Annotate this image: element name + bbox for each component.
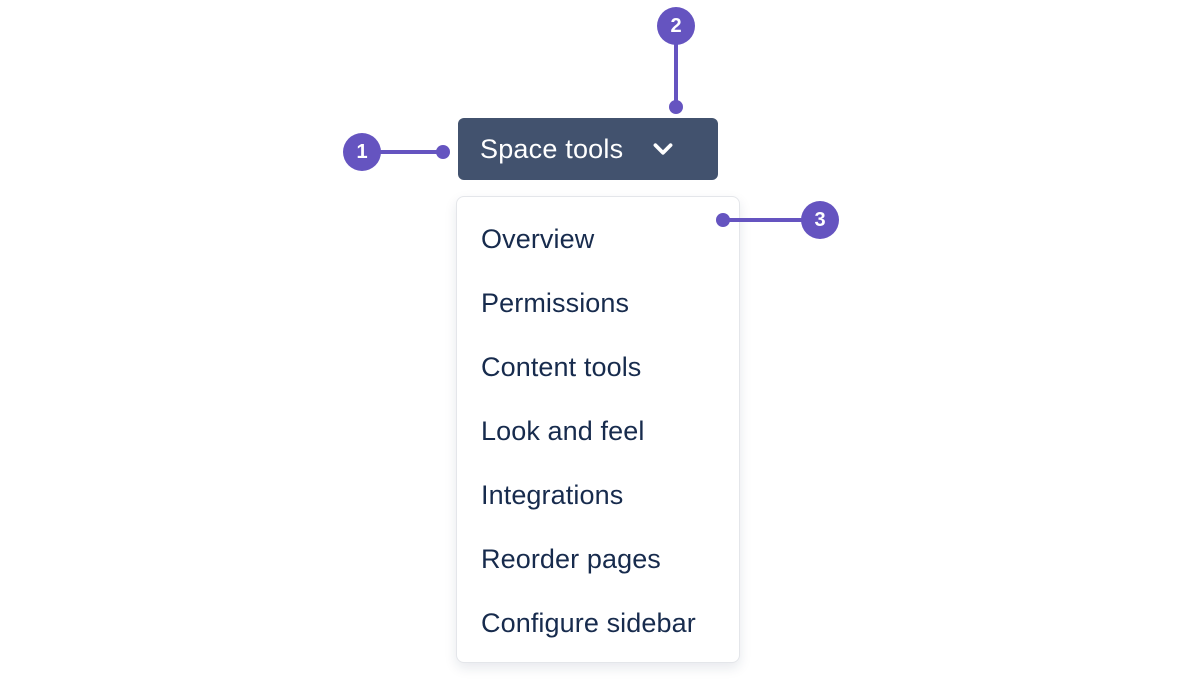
annotation-connector-dot-1 bbox=[436, 145, 450, 159]
menu-item-reorder-pages[interactable]: Reorder pages bbox=[481, 543, 661, 574]
annotation-connector-dot-2 bbox=[669, 100, 683, 114]
annotation-marker-1-number: 1 bbox=[356, 140, 368, 163]
menu-item-content-tools[interactable]: Content tools bbox=[481, 351, 642, 382]
annotation-marker-2: 2 bbox=[657, 7, 695, 45]
menu-item-overview[interactable]: Overview bbox=[481, 223, 595, 254]
menu-item-configure-sidebar[interactable]: Configure sidebar bbox=[481, 607, 696, 638]
chevron-down-icon[interactable] bbox=[650, 136, 676, 162]
annotation-connector-dot-3 bbox=[716, 213, 730, 227]
annotation-marker-1: 1 bbox=[343, 133, 381, 171]
annotation-connector-2 bbox=[674, 42, 678, 107]
annotation-marker-3: 3 bbox=[801, 201, 839, 239]
space-tools-dropdown-menu: Overview Permissions Content tools Look … bbox=[456, 196, 740, 663]
menu-item-look-and-feel[interactable]: Look and feel bbox=[481, 415, 645, 446]
annotation-connector-1 bbox=[378, 150, 443, 154]
menu-item-permissions[interactable]: Permissions bbox=[481, 287, 630, 318]
space-tools-button-label: Space tools bbox=[480, 133, 624, 164]
annotation-marker-3-number: 3 bbox=[814, 208, 826, 231]
annotation-connector-3 bbox=[723, 218, 804, 222]
menu-item-integrations[interactable]: Integrations bbox=[481, 479, 624, 510]
annotation-marker-2-number: 2 bbox=[670, 14, 682, 37]
space-tools-button[interactable]: Space tools bbox=[458, 118, 718, 180]
